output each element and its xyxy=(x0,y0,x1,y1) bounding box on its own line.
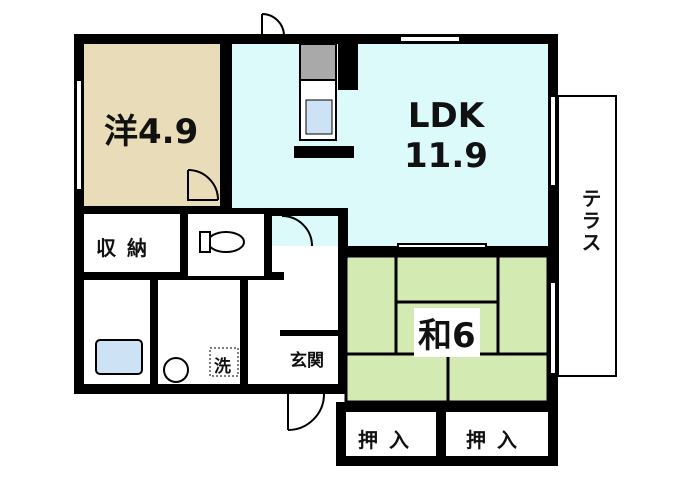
oshiire-right-label: 押 入 xyxy=(466,428,519,452)
ldk-size: 11.9 xyxy=(404,136,488,176)
bathtub xyxy=(84,280,150,384)
japanese-room-label: 和6 xyxy=(414,308,480,357)
entrance-label: 玄関 xyxy=(290,351,324,371)
washroom-label: 洗 xyxy=(214,357,231,377)
interior-walls xyxy=(84,44,548,458)
ldk-name: LDK xyxy=(407,96,485,136)
western-room-label: 洋4.9 xyxy=(104,104,198,153)
doors xyxy=(187,13,325,431)
japanese-room-size: 6 xyxy=(452,316,476,356)
ldk-label: LDK 11.9 xyxy=(404,96,488,176)
windows xyxy=(75,35,557,375)
terrace-label: テラス xyxy=(578,188,602,254)
western-room-name: 洋 xyxy=(104,112,138,152)
terrace xyxy=(557,95,617,377)
toilet xyxy=(188,214,264,276)
japanese-room-name: 和 xyxy=(418,316,452,356)
closet-label: 収 納 xyxy=(96,236,149,260)
wash-basin xyxy=(163,347,239,383)
western-room-floor xyxy=(84,44,220,206)
oshiire-left-label: 押 入 xyxy=(358,428,411,452)
kitchen-counter xyxy=(294,43,358,158)
ldk-hall-floor xyxy=(232,160,292,210)
western-room-size: 4.9 xyxy=(138,112,199,152)
